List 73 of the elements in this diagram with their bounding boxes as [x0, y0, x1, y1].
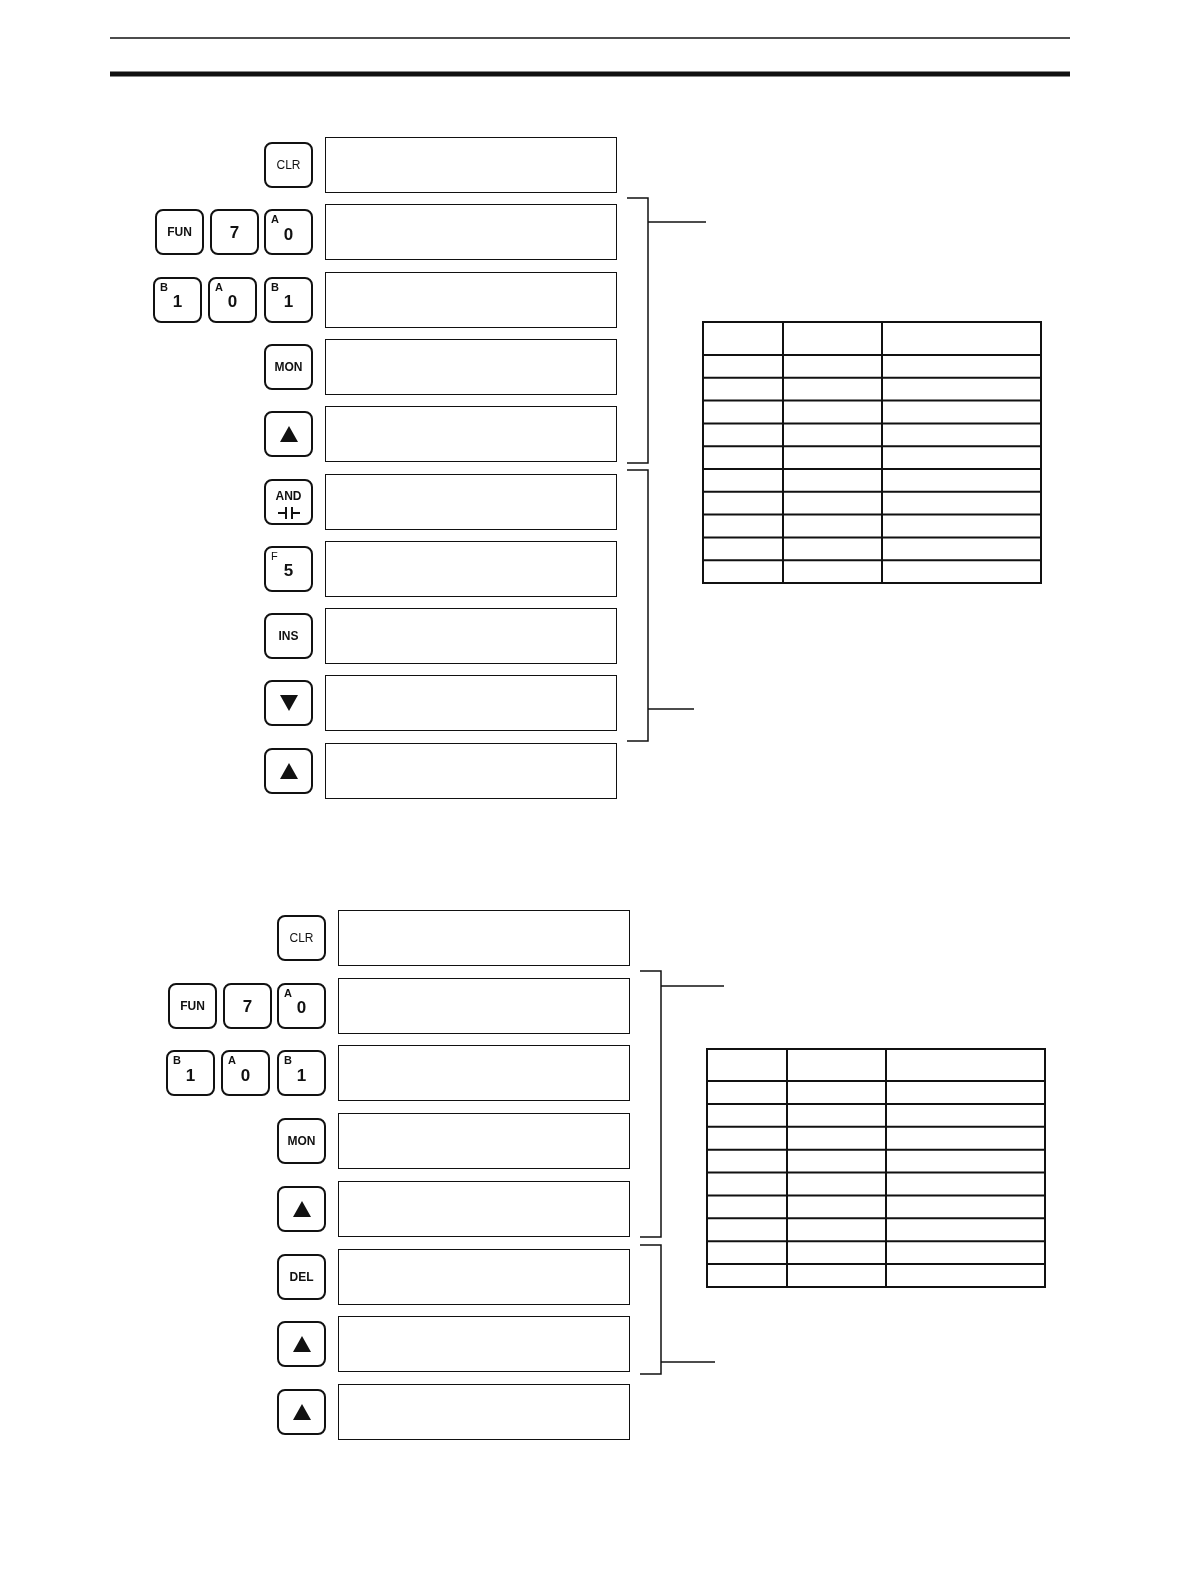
display-panel [338, 1316, 630, 1373]
keypad-key [277, 1185, 326, 1232]
key-label: 1 [171, 292, 184, 310]
keypad-key [166, 1050, 215, 1097]
key-label: FUN [166, 226, 193, 239]
display-panel [325, 675, 617, 732]
display-panel [325, 742, 617, 799]
key-legend: B [271, 281, 279, 293]
keypad-key [264, 680, 313, 727]
keypad-key [264, 343, 313, 390]
display-panel [325, 608, 617, 665]
display-panel [338, 910, 630, 966]
key-label: MON [273, 360, 304, 373]
keypad-key [153, 276, 202, 323]
display-panel [338, 1383, 630, 1440]
key-label: FUN [179, 999, 206, 1012]
keypad-key [264, 545, 313, 592]
display-panel [338, 1045, 630, 1102]
key-legend: B [160, 281, 168, 293]
keypad-key [264, 276, 313, 323]
key-label: AND [274, 490, 303, 503]
key-legend: A [284, 987, 292, 999]
key-label: 0 [239, 1066, 252, 1084]
key-label: 1 [282, 292, 295, 310]
keypad-key [277, 1321, 326, 1368]
display-panel [325, 540, 617, 597]
display-panel [338, 977, 630, 1034]
display-panel [338, 1248, 630, 1305]
display-panel [325, 473, 617, 530]
key-label: 0 [226, 292, 239, 310]
display-panel [325, 406, 617, 463]
keypad-key [277, 1118, 326, 1165]
keypad-key [168, 982, 217, 1029]
key-label: MON [286, 1135, 317, 1148]
keypad-key [210, 209, 259, 256]
keypad-key [264, 411, 313, 458]
keypad-key [221, 1050, 270, 1097]
key-label: CLR [275, 159, 302, 171]
keypad-key [277, 982, 326, 1029]
key-label: 5 [282, 561, 295, 579]
display-panel [325, 137, 617, 193]
keypad-key [264, 478, 313, 525]
key-label: 1 [295, 1066, 308, 1084]
keypad-key [277, 1050, 326, 1097]
keypad-key [223, 982, 272, 1029]
display-panel [325, 271, 617, 328]
keypad-key [264, 613, 313, 660]
key-legend: A [271, 214, 279, 226]
key-label: INS [277, 630, 300, 643]
display-panel [325, 204, 617, 261]
display-panel [338, 1180, 630, 1237]
keypad-key [264, 209, 313, 256]
key-label: 7 [228, 223, 241, 241]
keypad-key [264, 747, 313, 794]
keypad-key [264, 142, 313, 188]
key-legend: B [284, 1055, 292, 1067]
key-legend: B [173, 1055, 181, 1067]
key-legend: A [228, 1055, 236, 1067]
keypad-key [277, 1388, 326, 1435]
key-label: 7 [241, 997, 254, 1015]
key-label: DEL [288, 1270, 315, 1283]
key-label: 0 [295, 998, 308, 1016]
keypad-key [277, 915, 326, 961]
keypad-key [208, 276, 257, 323]
key-label: 1 [184, 1066, 197, 1084]
keypad-key [155, 209, 204, 256]
key-label: CLR [288, 932, 315, 944]
key-label: 0 [282, 225, 295, 243]
keypad-key [277, 1253, 326, 1300]
key-legend: A [215, 281, 223, 293]
display-panel [338, 1113, 630, 1170]
key-legend: F [271, 550, 278, 562]
display-panel [325, 338, 617, 395]
